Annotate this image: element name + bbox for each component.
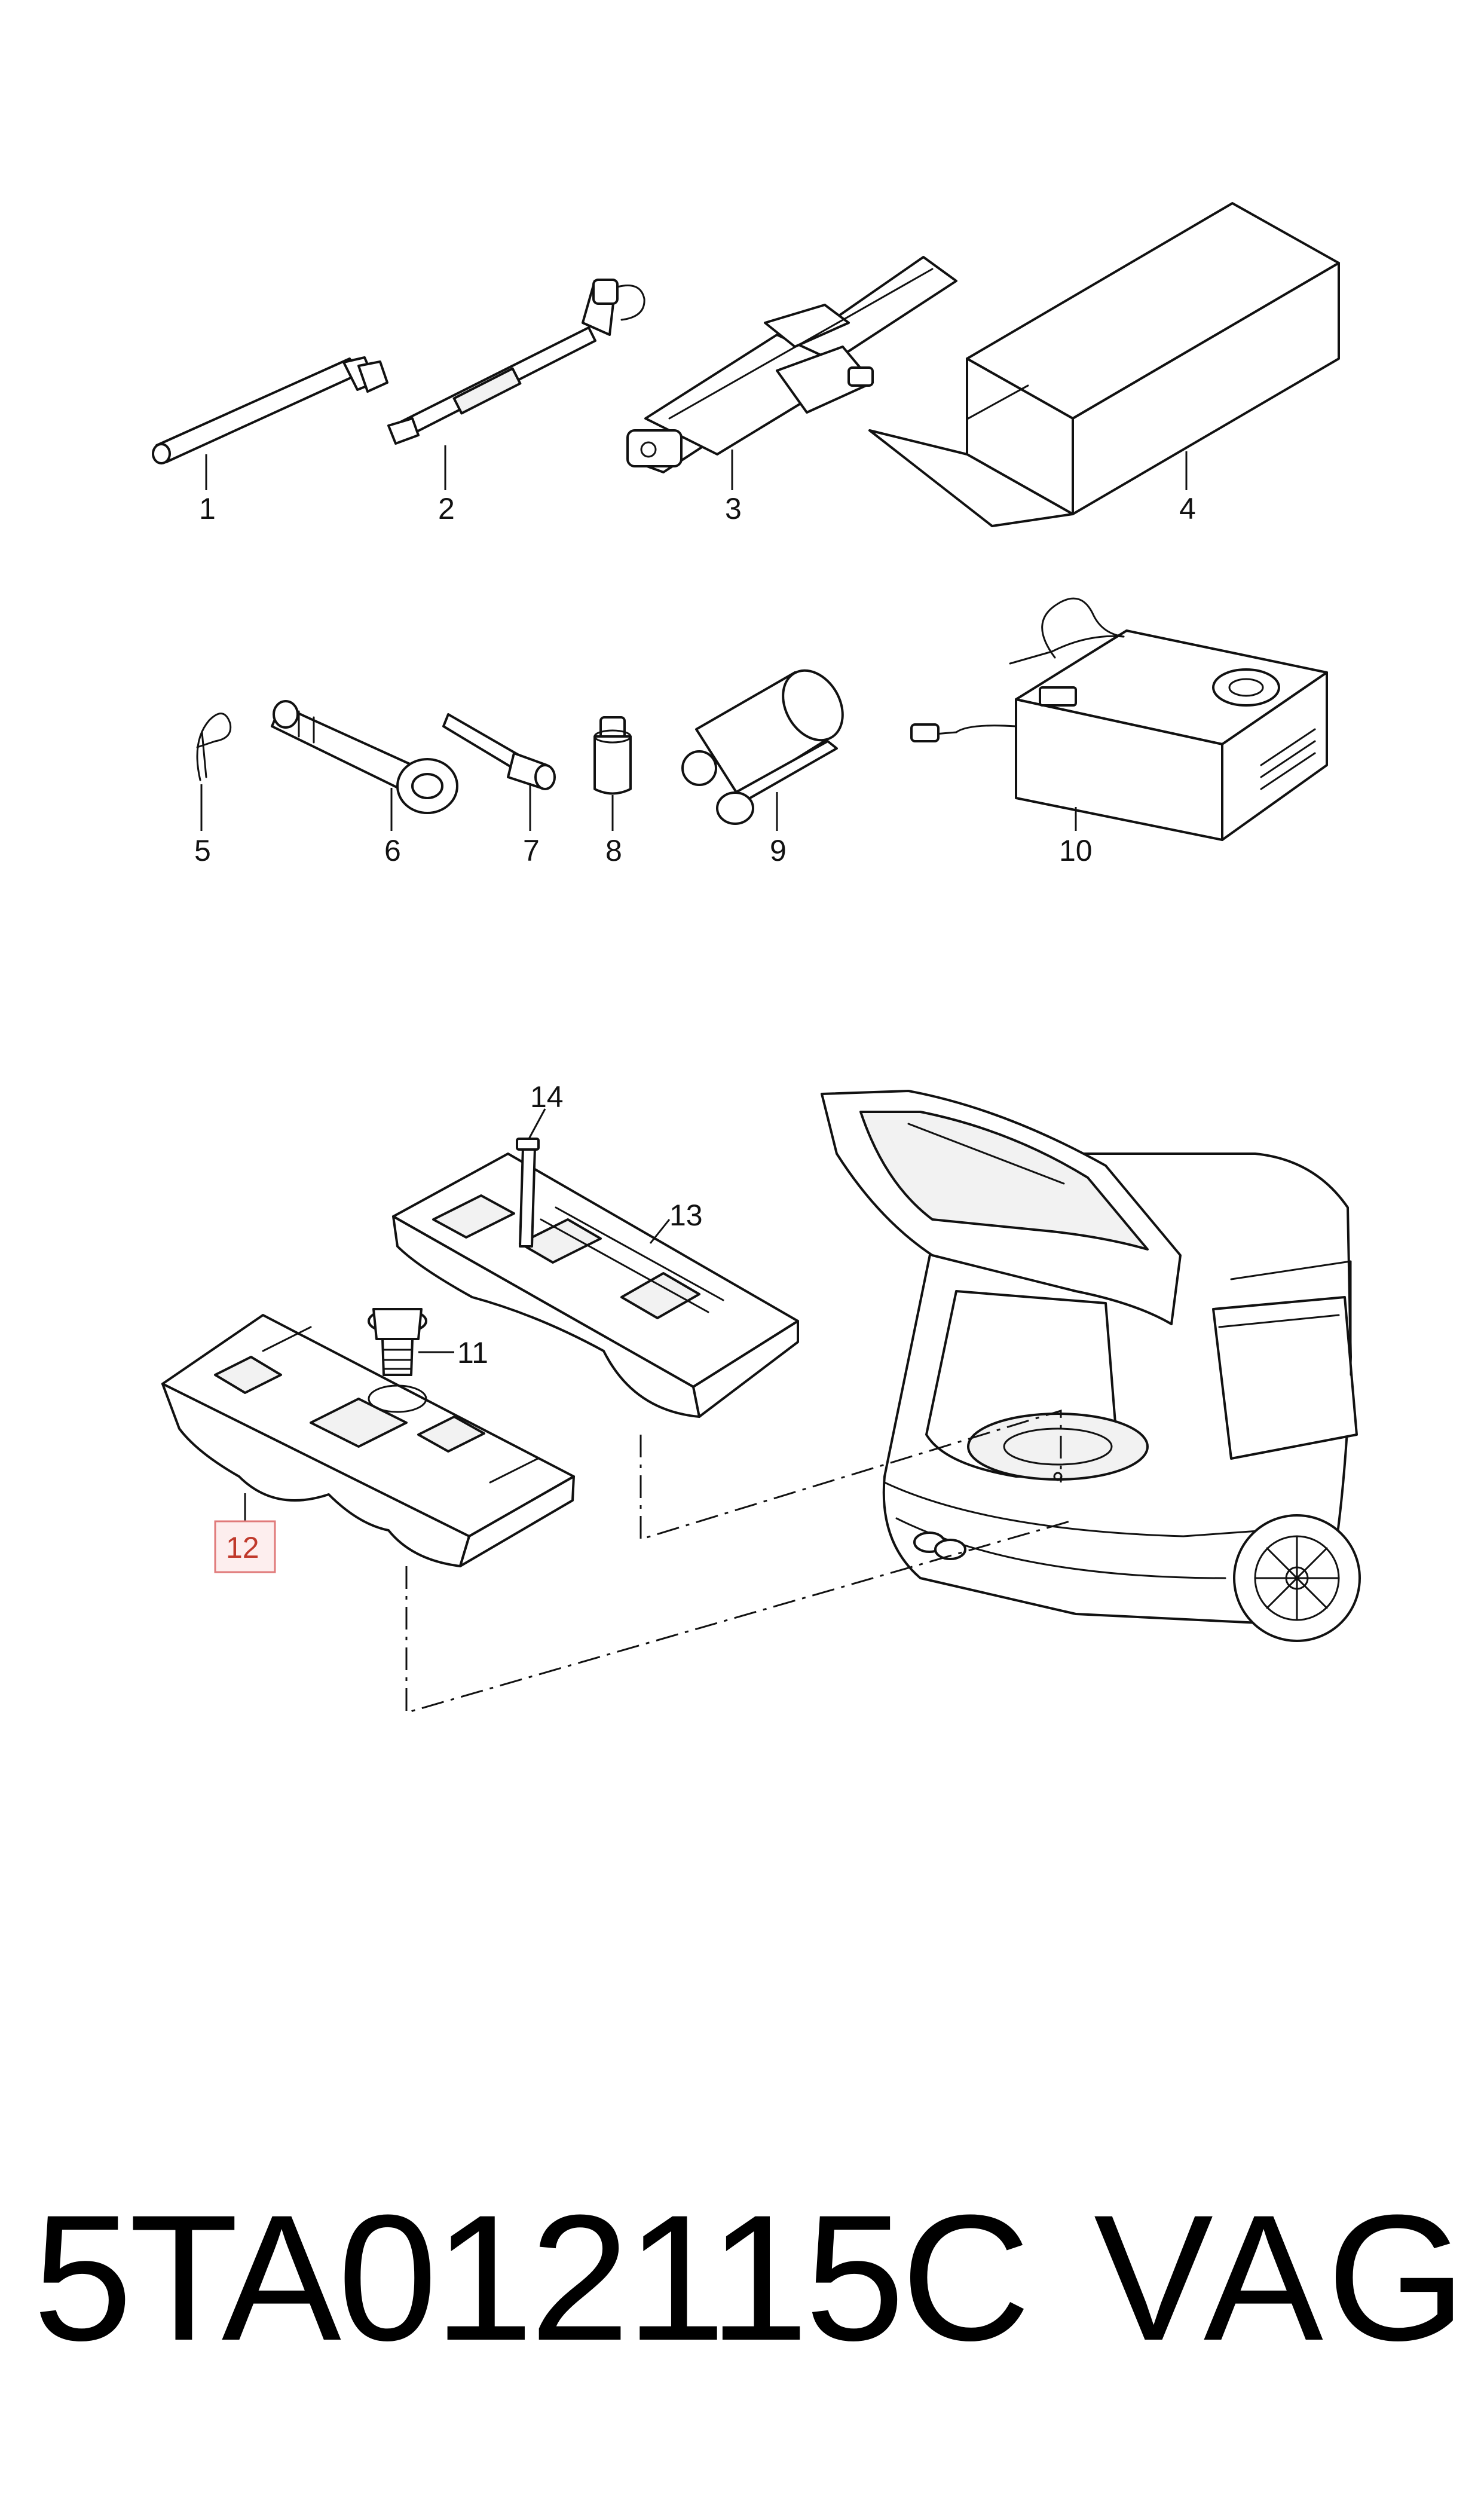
tool-box-part bbox=[868, 202, 1340, 527]
callout-3: 3 bbox=[725, 492, 742, 525]
tyre-compressor-part bbox=[910, 597, 1328, 841]
callout-5: 5 bbox=[194, 834, 211, 867]
retaining-bolt-part bbox=[368, 1308, 427, 1376]
callout-9: 9 bbox=[770, 834, 787, 867]
towing-eye-part bbox=[271, 700, 458, 814]
assembly-lines bbox=[405, 1409, 1070, 1714]
callout-12-highlight bbox=[214, 1520, 276, 1573]
callout-12: 12 bbox=[226, 1531, 259, 1564]
callout-2: 2 bbox=[438, 492, 455, 525]
part-number: 5TA012115C bbox=[33, 2177, 1030, 2378]
callout-7: 7 bbox=[523, 834, 540, 867]
footer: 5TA012115C VAG bbox=[0, 2158, 1484, 2397]
jack-crank-handle-part bbox=[387, 279, 645, 445]
callout-10: 10 bbox=[1059, 834, 1093, 867]
bolt-extractor-part bbox=[442, 713, 556, 790]
callout-13: 13 bbox=[669, 1199, 703, 1232]
callout-4: 4 bbox=[1179, 492, 1196, 525]
callout-11: 11 bbox=[457, 1336, 488, 1369]
wire-clip-part bbox=[196, 713, 232, 781]
adapter-nut-part bbox=[593, 716, 632, 795]
foam-insert-lower-part bbox=[161, 1314, 575, 1567]
wheel-brace-part bbox=[152, 356, 388, 464]
tyre-sealant-bottle-part bbox=[681, 669, 844, 825]
callout-1: 1 bbox=[199, 492, 216, 525]
callout-14: 14 bbox=[530, 1080, 564, 1114]
foam-insert-upper-part bbox=[392, 1138, 799, 1418]
brand-label: VAG bbox=[1094, 2177, 1470, 2378]
vehicle-rear-illustration bbox=[821, 1090, 1361, 1642]
scissor-jack-part bbox=[626, 256, 957, 473]
callout-6: 6 bbox=[384, 834, 401, 867]
callout-8: 8 bbox=[605, 834, 622, 867]
